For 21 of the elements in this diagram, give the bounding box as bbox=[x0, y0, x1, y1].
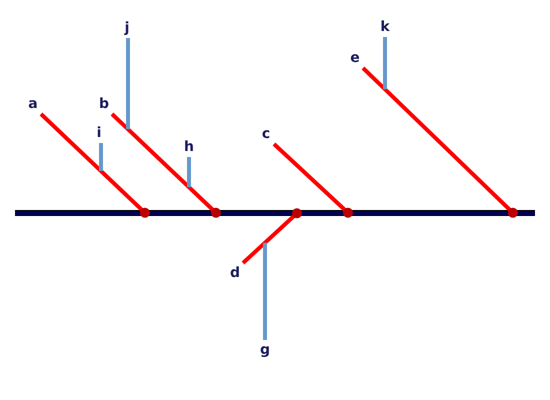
letter-label: h bbox=[181, 137, 197, 157]
branch-line bbox=[272, 142, 353, 218]
letter-label: d bbox=[227, 263, 243, 283]
letter-label: k bbox=[377, 17, 393, 37]
letter-label: b bbox=[96, 94, 112, 114]
sub-branch-line bbox=[99, 143, 103, 172]
letter-label: e bbox=[347, 48, 363, 68]
branch-line bbox=[110, 112, 221, 218]
letter-label: a bbox=[25, 94, 41, 114]
sub-branch-line bbox=[383, 37, 387, 90]
spine-bar bbox=[15, 210, 535, 216]
sub-branch-line bbox=[187, 157, 191, 188]
sub-branch-line bbox=[126, 38, 130, 130]
letter-label: c bbox=[258, 124, 274, 144]
sub-branch-line bbox=[263, 242, 267, 340]
branch-line bbox=[242, 208, 302, 264]
letter-label: g bbox=[257, 340, 273, 360]
branch-line bbox=[362, 66, 518, 218]
branch-line bbox=[40, 112, 150, 218]
letter-label: i bbox=[91, 123, 107, 143]
letter-label: j bbox=[119, 18, 135, 38]
